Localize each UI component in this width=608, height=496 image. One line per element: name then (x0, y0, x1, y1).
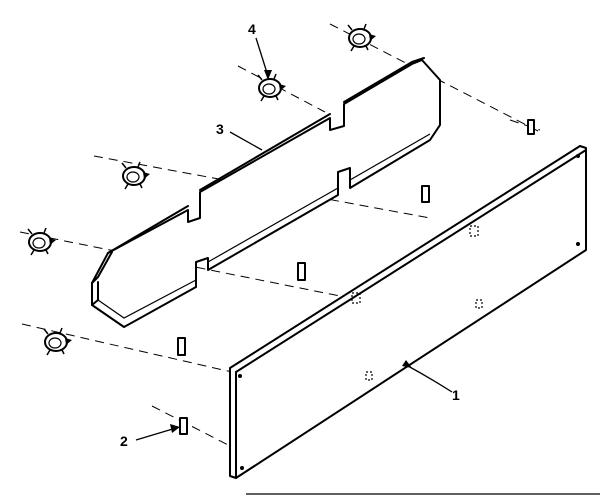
bracket-part (91, 57, 441, 328)
callout-clip: 2 (120, 433, 128, 449)
screw-5 (43, 327, 72, 356)
leader-lines (135, 37, 453, 441)
clip-5 (179, 417, 188, 435)
callout-panel: 1 (452, 387, 460, 403)
clip-3 (297, 262, 306, 281)
clip-2 (421, 185, 430, 203)
screw-4 (27, 227, 56, 256)
clip-1 (527, 119, 535, 135)
panel-part (229, 145, 600, 495)
screw-2 (257, 73, 286, 102)
clip-4 (177, 337, 186, 356)
callout-bracket: 3 (216, 121, 224, 137)
screw-1 (347, 23, 376, 52)
clip-parts (177, 119, 535, 435)
screw-3 (121, 161, 150, 190)
callout-screw: 4 (248, 21, 256, 37)
screw-parts (27, 23, 376, 356)
